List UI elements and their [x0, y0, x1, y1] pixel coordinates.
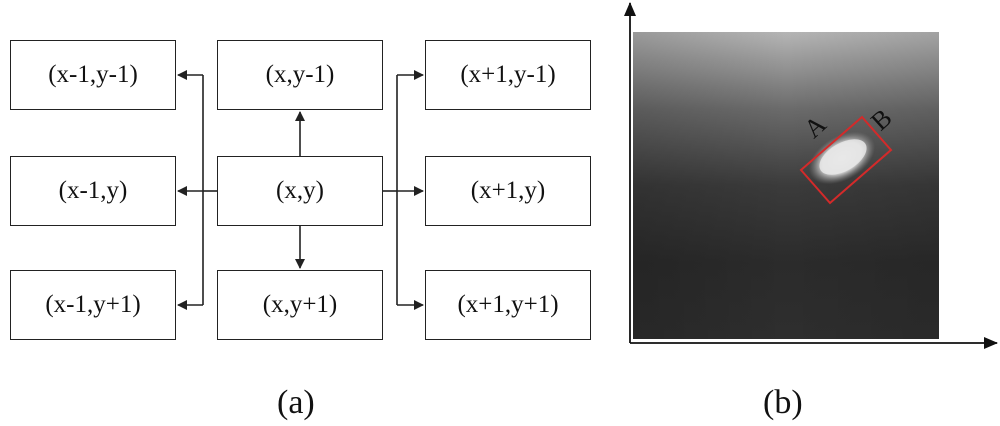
bright-blob-core: [819, 139, 867, 175]
cell-label: (x+1,y+1): [457, 291, 559, 318]
cell-label: (x,y-1): [265, 61, 335, 88]
cell-top-center: (x,y-1): [217, 40, 383, 110]
cell-label: (x-1,y+1): [45, 291, 141, 318]
caption-a: (a): [277, 384, 315, 421]
cell-label: (x+1,y): [470, 177, 546, 204]
cell-mid-left: (x-1,y): [10, 156, 176, 226]
cell-mid-right: (x+1,y): [425, 156, 591, 226]
cell-label: (x,y): [276, 177, 324, 204]
cell-bottom-left: (x-1,y+1): [10, 270, 176, 340]
highlight-box: [799, 115, 893, 205]
cell-label: (x-1,y-1): [48, 61, 138, 88]
cell-label: (x+1,y-1): [460, 61, 556, 88]
cell-bottom-center: (x,y+1): [217, 270, 383, 340]
cell-center: (x,y): [217, 156, 383, 226]
cell-label: (x-1,y): [58, 177, 128, 204]
cell-bottom-right: (x+1,y+1): [425, 270, 591, 340]
caption-b: (b): [763, 384, 803, 421]
cell-top-left: (x-1,y-1): [10, 40, 176, 110]
cell-label: (x,y+1): [262, 291, 338, 318]
cell-top-right: (x+1,y-1): [425, 40, 591, 110]
image-shading: [633, 32, 939, 339]
